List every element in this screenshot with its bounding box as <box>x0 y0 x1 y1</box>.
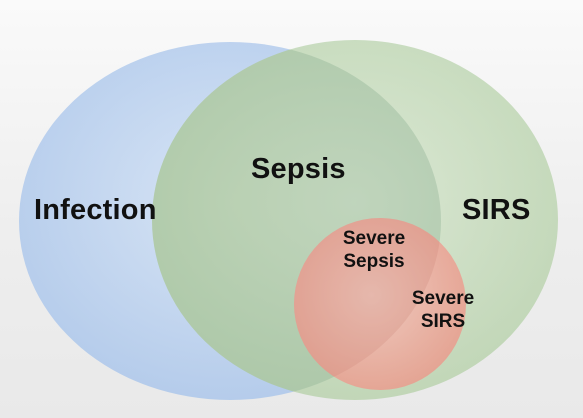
severe-sepsis-line1: Severe <box>342 228 406 249</box>
sepsis-label: Sepsis <box>251 153 346 185</box>
infection-label: Infection <box>34 194 157 226</box>
severe-sirs-line2: SIRS <box>420 311 466 332</box>
severe-sirs-line1: Severe <box>411 288 475 309</box>
sirs-label: SIRS <box>462 194 531 226</box>
severe-sirs-label: Severe SIRS <box>405 287 481 333</box>
severe-sepsis-label: Severe Sepsis <box>335 227 413 273</box>
severe-sepsis-line2: Sepsis <box>343 251 405 272</box>
severe-set <box>294 218 466 390</box>
sepsis-overlap <box>152 42 441 400</box>
